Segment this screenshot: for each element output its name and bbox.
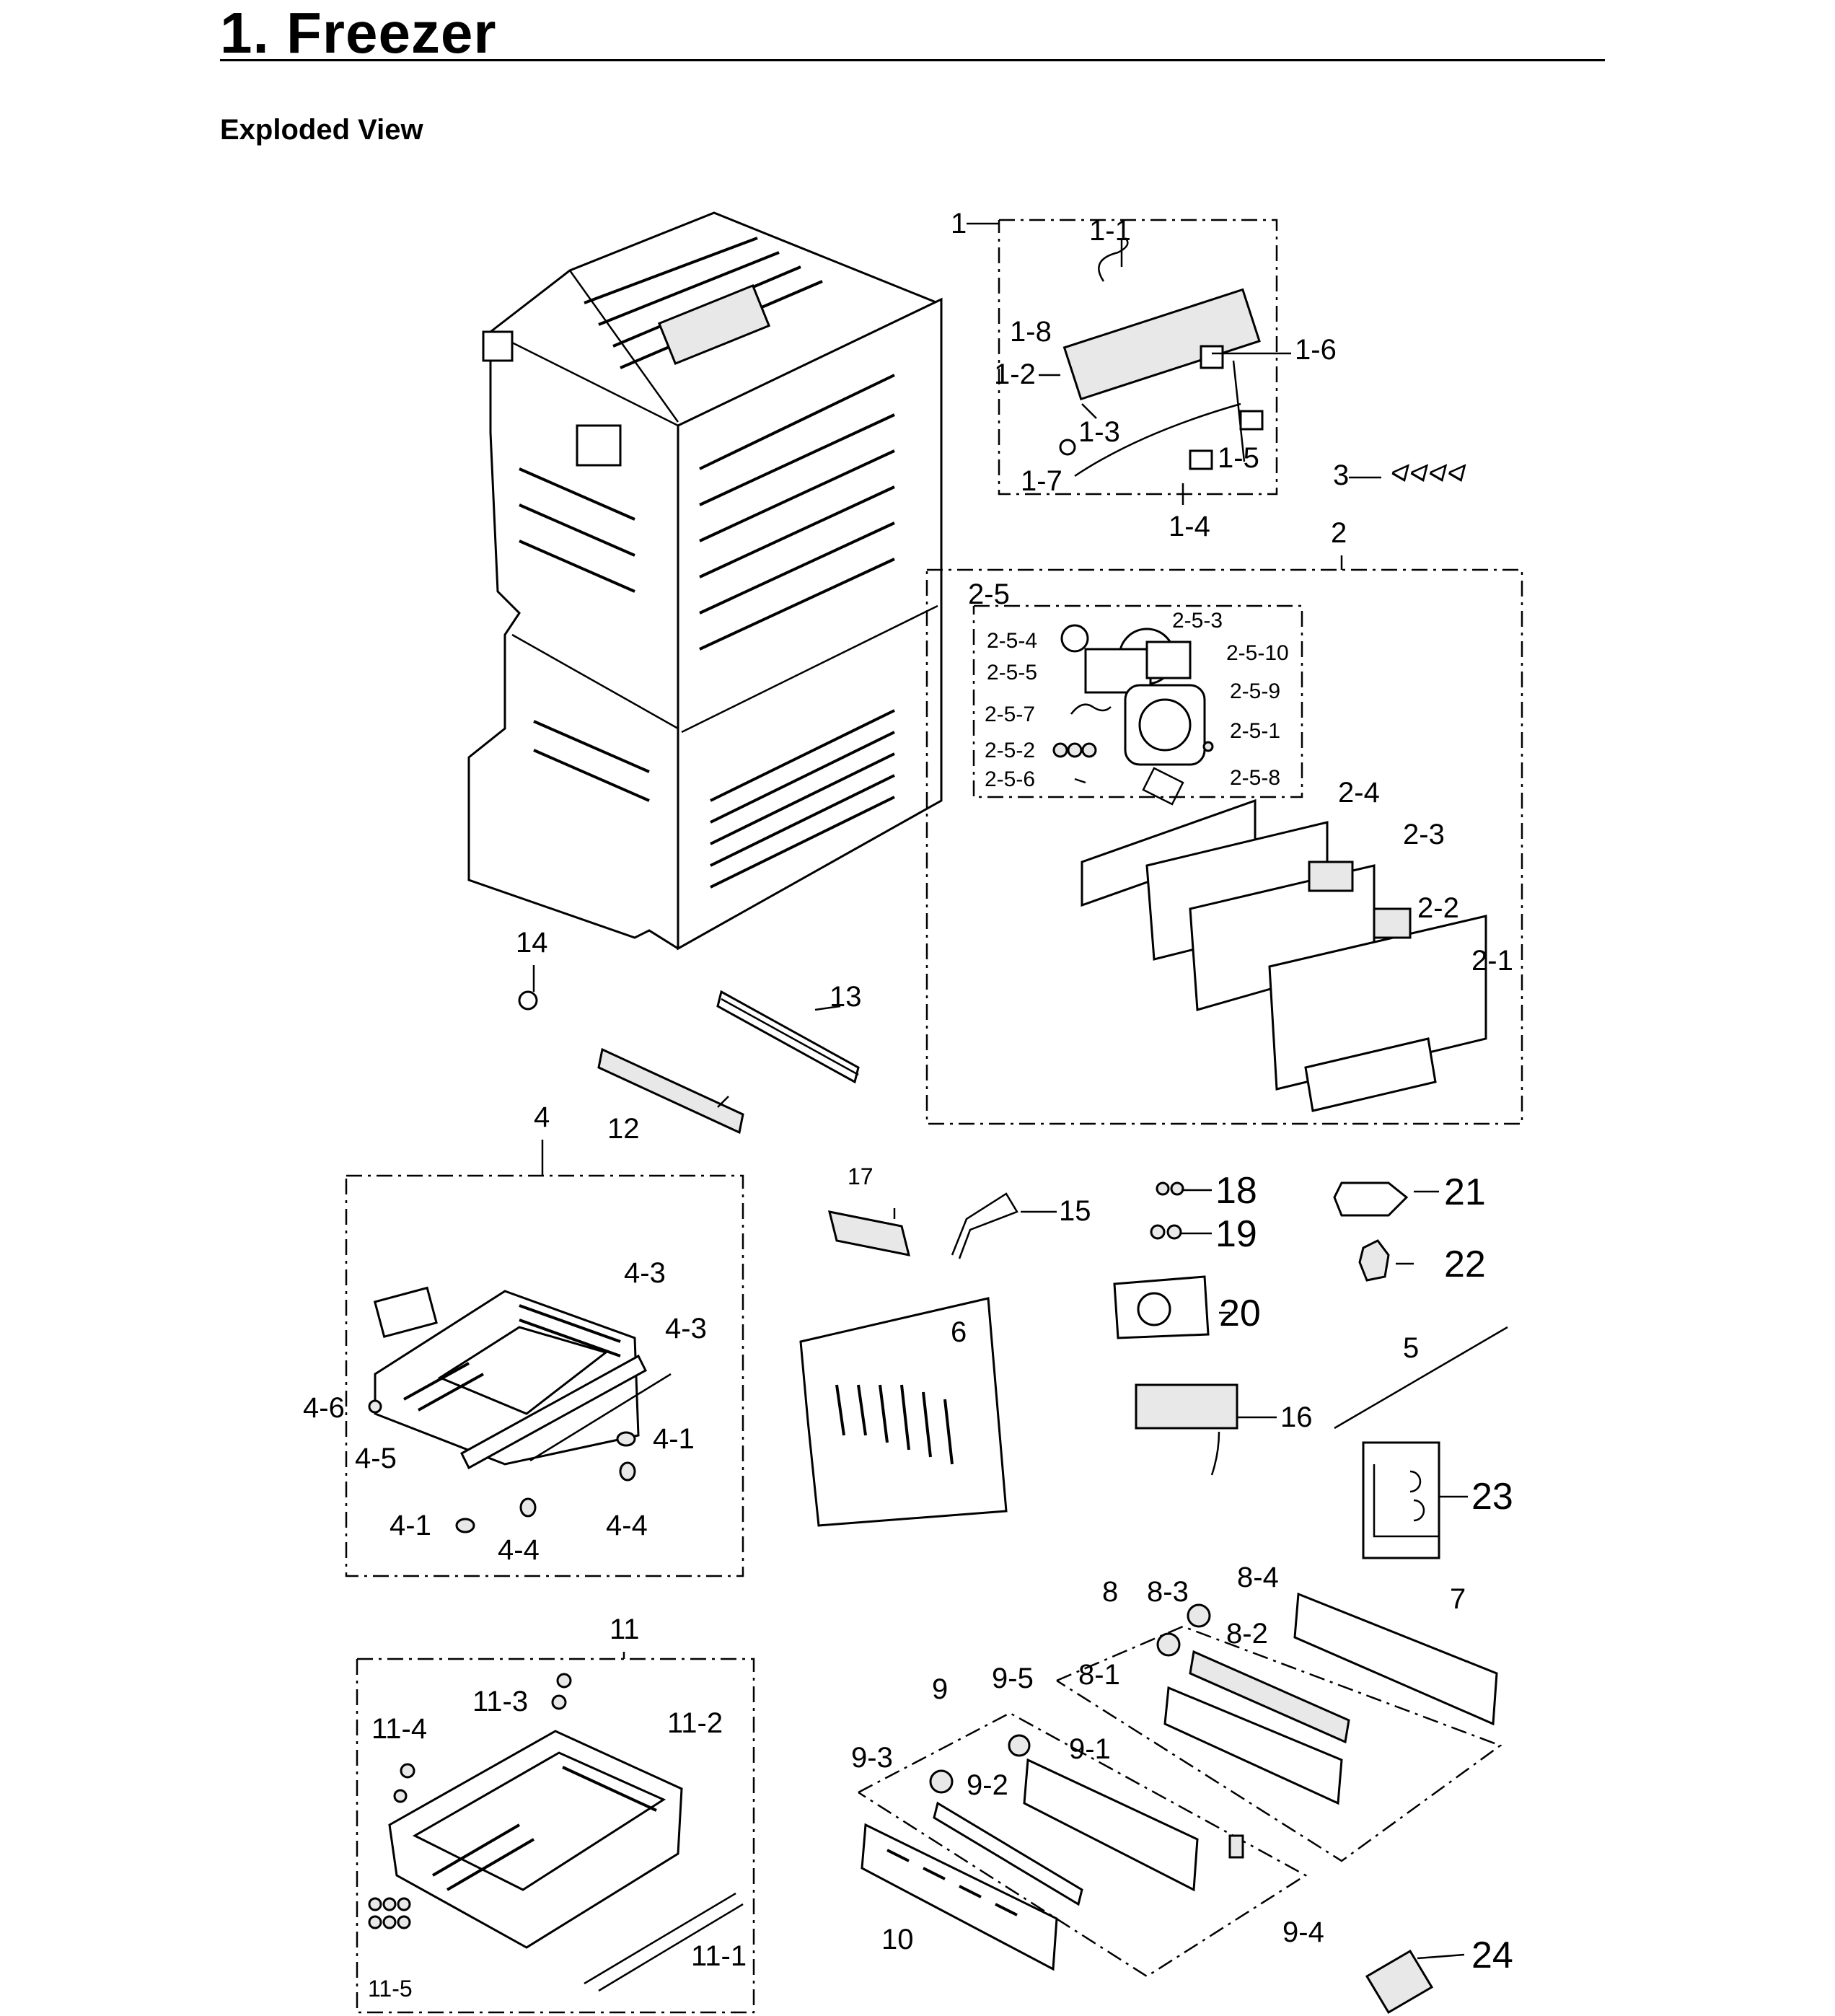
callout-2-5-10: 2-5-10	[1226, 641, 1289, 665]
callout-2-3: 2-3	[1403, 819, 1445, 850]
callout-9-2: 9-2	[967, 1769, 1008, 1801]
callout-19: 19	[1215, 1213, 1257, 1255]
callout-1-7: 1-7	[1021, 465, 1062, 497]
callout-17: 17	[848, 1163, 874, 1189]
callout-8-1: 8-1	[1078, 1659, 1120, 1691]
callout-4-1a: 4-1	[653, 1423, 695, 1455]
group-7-8-rails	[1056, 1592, 1502, 1862]
callout-15: 15	[1059, 1195, 1091, 1227]
group-9-10-rails	[858, 1712, 1308, 1978]
callout-1-4: 1-4	[1169, 511, 1210, 542]
callout-8-4: 8-4	[1237, 1562, 1279, 1593]
callout-6: 6	[951, 1316, 967, 1348]
callout-10: 10	[881, 1924, 914, 1955]
callout-5: 5	[1403, 1332, 1419, 1364]
callout-4-6: 4-6	[303, 1392, 345, 1424]
callout-11-1: 11-1	[691, 1940, 747, 1972]
callout-13: 13	[830, 981, 862, 1013]
section-subtitle: Exploded View	[220, 114, 423, 146]
group-1-evaporator	[967, 219, 1278, 496]
callout-2-1: 2-1	[1471, 945, 1513, 977]
group-11-lower-basket	[356, 1652, 755, 2014]
callout-23: 23	[1471, 1476, 1513, 1518]
screws-3: ᐊᐊᐊᐊ	[1389, 460, 1466, 488]
group-2-evaporator-cover	[925, 555, 1523, 1125]
callout-21: 21	[1444, 1171, 1486, 1213]
callout-4: 4	[534, 1101, 550, 1133]
callout-2-5: 2-5	[968, 578, 1010, 610]
callout-11-5: 11-5	[368, 1976, 413, 2002]
callout-8-2: 8-2	[1226, 1618, 1268, 1650]
page-title: 1. Freezer	[220, 1, 497, 65]
leader-lines	[532, 238, 1468, 1960]
group-4-upper-basket	[345, 1140, 744, 1577]
callout-11-4: 11-4	[371, 1713, 427, 1745]
callout-4-1b: 4-1	[390, 1510, 431, 1541]
callout-2-4: 2-4	[1338, 777, 1380, 809]
callout-2-5-4: 2-5-4	[987, 629, 1037, 653]
callout-8: 8	[1102, 1576, 1118, 1608]
callout-1-6: 1-6	[1295, 334, 1337, 366]
rails-12-13	[518, 990, 860, 1135]
callout-4-5: 4-5	[355, 1443, 397, 1474]
callout-1-3: 1-3	[1078, 416, 1120, 448]
parts-15-24	[799, 1181, 1508, 2015]
callout-14: 14	[516, 927, 548, 959]
callout-8-3: 8-3	[1147, 1576, 1189, 1608]
callout-2-5-6: 2-5-6	[985, 767, 1035, 791]
callout-2-2: 2-2	[1417, 892, 1459, 924]
callout-11-2: 11-2	[667, 1707, 723, 1739]
callout-4-3a: 4-3	[624, 1257, 666, 1289]
callout-3: 3	[1333, 459, 1349, 491]
callout-9-4: 9-4	[1282, 1916, 1324, 1948]
callout-2-5-3: 2-5-3	[1172, 609, 1223, 633]
callout-20: 20	[1219, 1293, 1261, 1334]
callout-4-4a: 4-4	[606, 1510, 648, 1541]
callout-2-5-9: 2-5-9	[1230, 679, 1280, 703]
callout-2-5-8: 2-5-8	[1230, 766, 1280, 790]
callout-2-5-1: 2-5-1	[1230, 719, 1280, 743]
callout-4-3b: 4-3	[665, 1313, 707, 1344]
svg-text:ᐊᐊᐊᐊ: ᐊᐊᐊᐊ	[1389, 460, 1466, 488]
callout-labels: 1 1-1 1-8 1-2 1-6 1-3 1-5 1-7 1-4 3 2 2-…	[303, 208, 1513, 2002]
callout-2-5-2: 2-5-2	[985, 739, 1035, 762]
callout-1-1: 1-1	[1089, 215, 1131, 247]
callout-12: 12	[607, 1113, 640, 1145]
callout-9: 9	[932, 1673, 948, 1705]
freezer-cabinet	[467, 211, 943, 951]
callout-9-3: 9-3	[851, 1742, 893, 1774]
callout-7: 7	[1450, 1583, 1466, 1615]
callout-1-2: 1-2	[994, 358, 1036, 390]
callout-9-5: 9-5	[992, 1663, 1034, 1694]
callout-2: 2	[1331, 517, 1347, 549]
callout-11-3: 11-3	[472, 1686, 528, 1717]
callout-22: 22	[1444, 1244, 1486, 1285]
callout-4-4b: 4-4	[498, 1534, 540, 1566]
callout-1-8: 1-8	[1010, 316, 1052, 348]
callout-9-1: 9-1	[1069, 1733, 1111, 1765]
callout-16: 16	[1280, 1401, 1313, 1433]
callout-1-5: 1-5	[1218, 442, 1259, 474]
callout-2-5-7: 2-5-7	[985, 703, 1035, 726]
callout-11: 11	[610, 1614, 640, 1645]
callout-1: 1	[951, 208, 967, 239]
callout-18: 18	[1215, 1170, 1257, 1212]
callout-24: 24	[1471, 1934, 1513, 1976]
title-rule	[220, 59, 1605, 61]
callout-2-5-5: 2-5-5	[987, 661, 1037, 685]
